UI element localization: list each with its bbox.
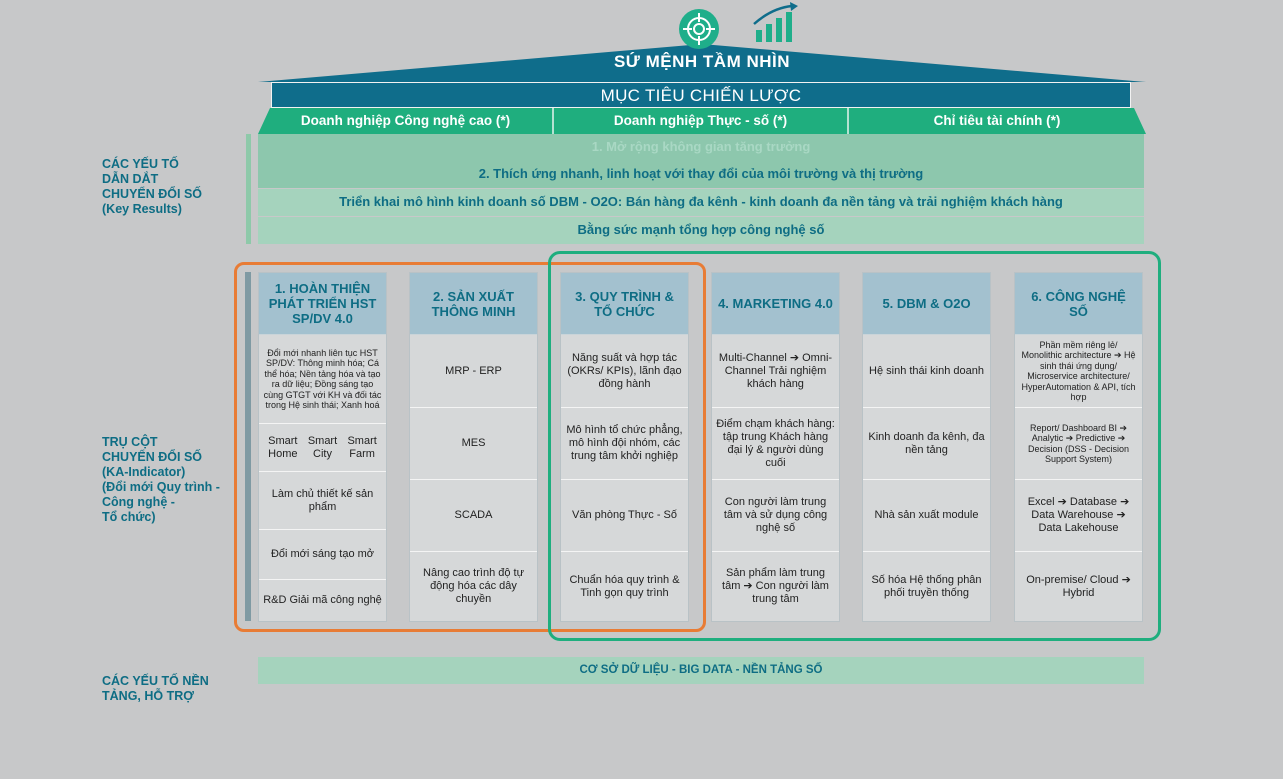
pillar-smart-manufacturing: 2. SẢN XUẤT THÔNG MINH MRP - ERP MES SCA… [409,272,538,622]
pillar-cell: Excel ➔ Database ➔ Data Warehouse ➔ Data… [1015,479,1142,551]
mission-title: SỨ MỆNH TẦM NHÌN [613,52,791,71]
pillar-cell: R&D Giải mã công nghệ [259,579,386,621]
pillar-cell: Số hóa Hệ thống phân phối truyền thống [863,551,990,621]
key-result-4: Bằng sức mạnh tổng hợp công nghệ số [258,217,1144,244]
goals-band [258,108,1146,134]
pillar-cell: Chuẩn hóa quy trình & Tinh gọn quy trình [561,551,688,621]
pillar-ecosystem: 1. HOÀN THIỆN PHÁT TRIỂN HST SP/DV 4.0 Đ… [258,272,387,622]
green-highlight-frame [548,251,1161,641]
pillar-title: 4. MARKETING 4.0 [712,273,839,335]
pillar-cell: Làm chủ thiết kế sản phẩm [259,471,386,529]
pillar-dbm-o2o: 5. DBM & O2O Hệ sinh thái kinh doanh Kin… [862,272,991,622]
pillar-cell: Multi-Channel ➔ Omni-Channel Trải nghiệm… [718,351,833,390]
pillar-cell: Report/ Dashboard BI ➔ Analytic ➔ Predic… [1015,407,1142,479]
pillar-cell: Phần mềm riêng lẻ/ Monolithic architectu… [1021,339,1136,403]
pillar-title: 2. SẢN XUẤT THÔNG MINH [410,273,537,335]
key-result-3: Triển khai mô hình kinh doanh số DBM - O… [258,189,1144,216]
pillar-title: 5. DBM & O2O [863,273,990,335]
pillar-cell: Mô hình tổ chức phẳng, mô hình đội nhóm,… [561,407,688,479]
foundation-band: CƠ SỞ DỮ LIỆU - BIG DATA - NỀN TẢNG SỐ [258,657,1144,684]
pillar-cell: Đổi mới sáng tạo mở [259,529,386,579]
pillar-cell: Sản phẩm làm trung tâm ➔ Con người làm t… [712,551,839,621]
pillar-cell: MRP - ERP [445,364,502,377]
goal-real-digital: Doanh nghiệp Thực - số (*) [613,113,788,128]
pillar-digital-technology: 6. CÔNG NGHỆ SỐ Phần mềm riêng lẻ/ Monol… [1014,272,1143,622]
pillar-cell: Điểm chạm khách hàng: tập trung Khách hà… [712,407,839,479]
pillar-cell: Năng suất và hợp tác (OKRs/ KPIs), lãnh … [567,351,682,390]
side-label-key-results: CÁC YẾU TỐ DẪN DẮT CHUYỂN ĐỔI SỐ (Key Re… [102,157,203,216]
pillar-cell: Văn phòng Thực - Số [561,479,688,551]
side-label-pillars: TRỤ CỘT CHUYỂN ĐỔI SỐ (KA-Indicator) (Đổ… [102,435,220,524]
pillar-title: 6. CÔNG NGHỆ SỐ [1015,273,1142,335]
pillar-cell: Đổi mới nhanh liên tục HST SP/DV: Thông … [263,347,382,411]
roof-shape [258,44,1146,82]
key-result-1: 1. Mở rộng không gian tăng trưởng [258,134,1144,161]
growth-chart-icon [752,2,800,42]
side-label-foundation: CÁC YẾU TỐ NỀN TẢNG, HỖ TRỢ [102,674,209,703]
goal-high-tech: Doanh nghiệp Công nghệ cao (*) [300,113,511,128]
target-icon [679,9,719,49]
pillars-accent-bar [245,272,251,621]
key-result-2: 2. Thích ứng nhanh, linh hoạt với thay đ… [258,161,1144,188]
pillar-cell: Kinh doanh đa kênh, đa nền tảng [863,407,990,479]
pillar-cell: On-premise/ Cloud ➔ Hybrid [1015,551,1142,621]
pillar-cell: MES [410,407,537,479]
pillar-process-organization: 3. QUY TRÌNH & TỔ CHỨC Năng suất và hợp … [560,272,689,622]
strategy-bar: MỤC TIÊU CHIẾN LƯỢC [271,82,1131,108]
pillar-title: 1. HOÀN THIỆN PHÁT TRIỂN HST SP/DV 4.0 [259,273,386,335]
goal-financial: Chỉ tiêu tài chính (*) [933,113,1061,128]
orange-highlight-frame [234,262,706,632]
pillar-marketing: 4. MARKETING 4.0 Multi-Channel ➔ Omni-Ch… [711,272,840,622]
pillar-cell: SCADA [410,479,537,551]
pillar-cell: Con người làm trung tâm và sử dụng công … [712,479,839,551]
pillar-cell: Hệ sinh thái kinh doanh [869,364,984,377]
pillar-cell: Nâng cao trình độ tự động hóa các dây ch… [410,551,537,621]
key-results-accent-bar [246,134,251,244]
pillar-title: 3. QUY TRÌNH & TỔ CHỨC [561,273,688,335]
pillar-cell: Nhà sản xuất module [863,479,990,551]
